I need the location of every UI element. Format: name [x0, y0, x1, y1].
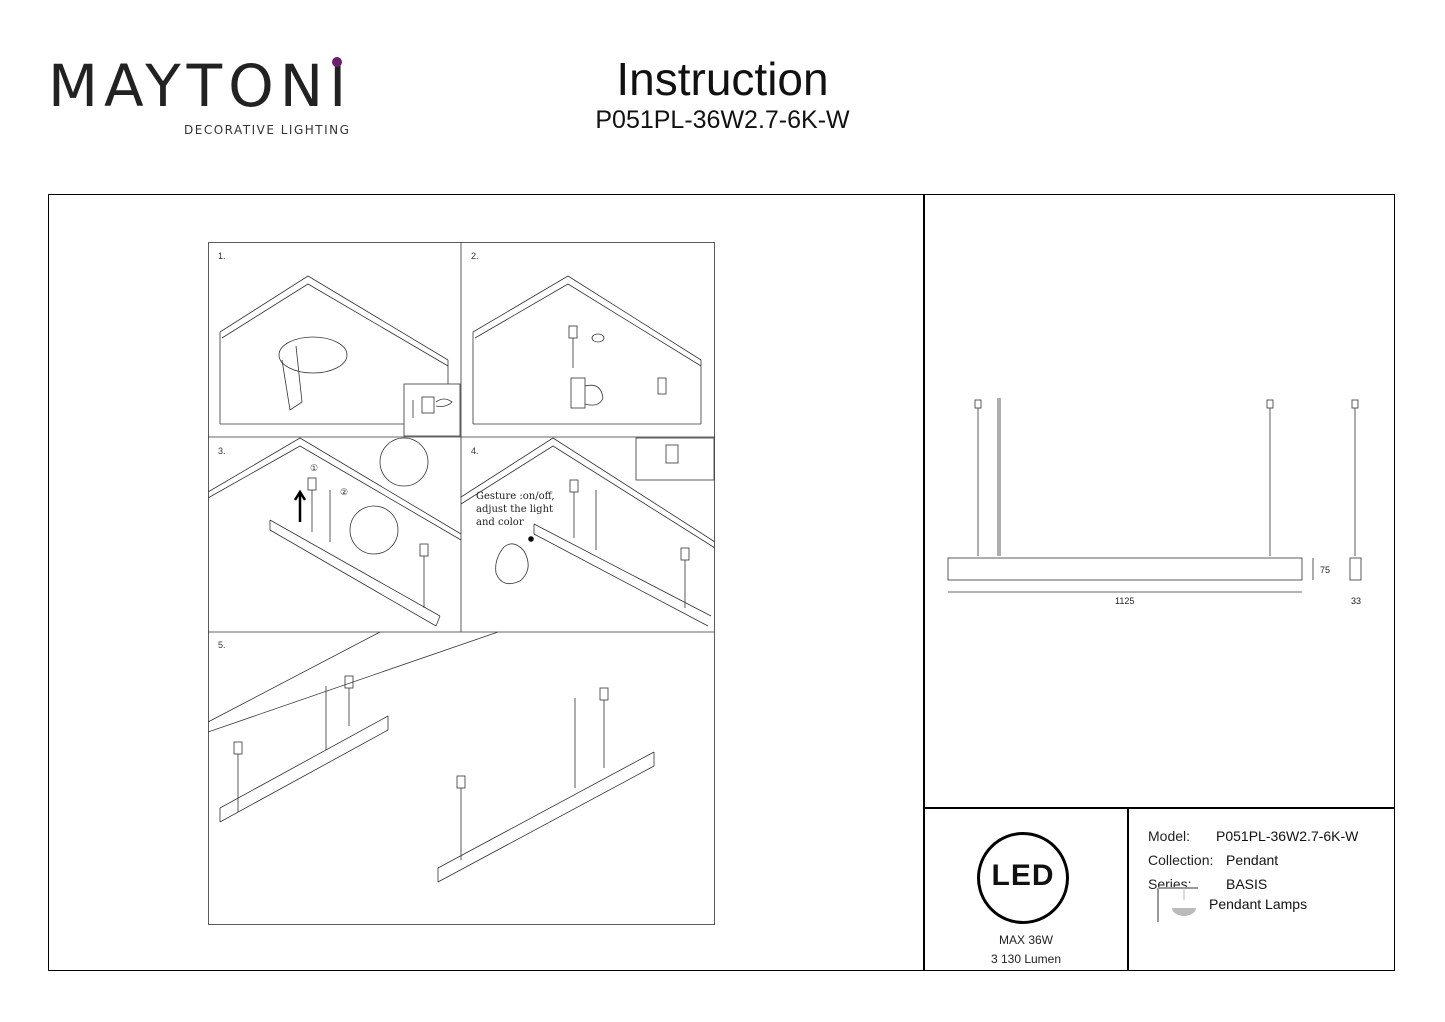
step-number-5: 5.: [218, 640, 226, 650]
step-1-illustration: [219, 275, 461, 437]
pendant-lamp-icon: [1157, 887, 1198, 922]
length-label: 1125: [1115, 596, 1135, 606]
lumen-rating: 3 130 Lumen: [990, 952, 1062, 966]
step-5-illustration: [208, 631, 655, 883]
brand-dot: [332, 57, 342, 67]
step-number-3: 3.: [218, 446, 226, 456]
brand-name: MAYTONI: [48, 52, 353, 120]
led-badge: LED: [977, 832, 1069, 924]
series-value: BASIS: [1226, 876, 1268, 892]
steps-outer-border: [208, 242, 715, 925]
horizontal-divider: [923, 807, 1395, 809]
led-mark: LED: [991, 859, 1055, 892]
type-value: Pendant Lamps: [1209, 896, 1308, 912]
content-frame: [48, 194, 1395, 971]
model-label: Model:: [1148, 828, 1191, 844]
step-number-4: 4.: [471, 446, 479, 456]
brand-tagline: DECORATIVE LIGHTING: [184, 123, 351, 137]
luminaire-side-view: [1349, 557, 1362, 581]
dimension-drawing: [947, 398, 1362, 593]
document-title: Instruction: [616, 53, 829, 105]
step-marker-2: ②: [340, 487, 349, 497]
installation-steps: [208, 242, 716, 925]
spec-divider: [1127, 807, 1129, 971]
height-label: 75: [1320, 565, 1331, 575]
step-number-1: 1.: [218, 251, 226, 261]
step-2-illustration: [472, 275, 702, 425]
power-rating: MAX 36W: [998, 933, 1053, 947]
gesture-note: Gesture :on/off, adjust the light and co…: [476, 491, 555, 528]
collection-label: Collection:: [1148, 852, 1214, 868]
vertical-divider: [923, 194, 925, 971]
step-marker-1: ①: [310, 463, 319, 473]
model-value: P051PL-36W2.7-6K-W: [1216, 828, 1359, 844]
model-code: P051PL-36W2.7-6K-W: [595, 106, 850, 134]
step-4-illustration: [460, 437, 716, 627]
step-3-illustration: [208, 437, 462, 627]
luminaire-front-view: [947, 557, 1303, 581]
brand-logo: MAYTONI DECORATIVE LIGHTING: [40, 45, 360, 145]
collection-value: Pendant: [1226, 852, 1279, 868]
width-label: 33: [1351, 596, 1362, 606]
step-number-2: 2.: [471, 251, 479, 261]
